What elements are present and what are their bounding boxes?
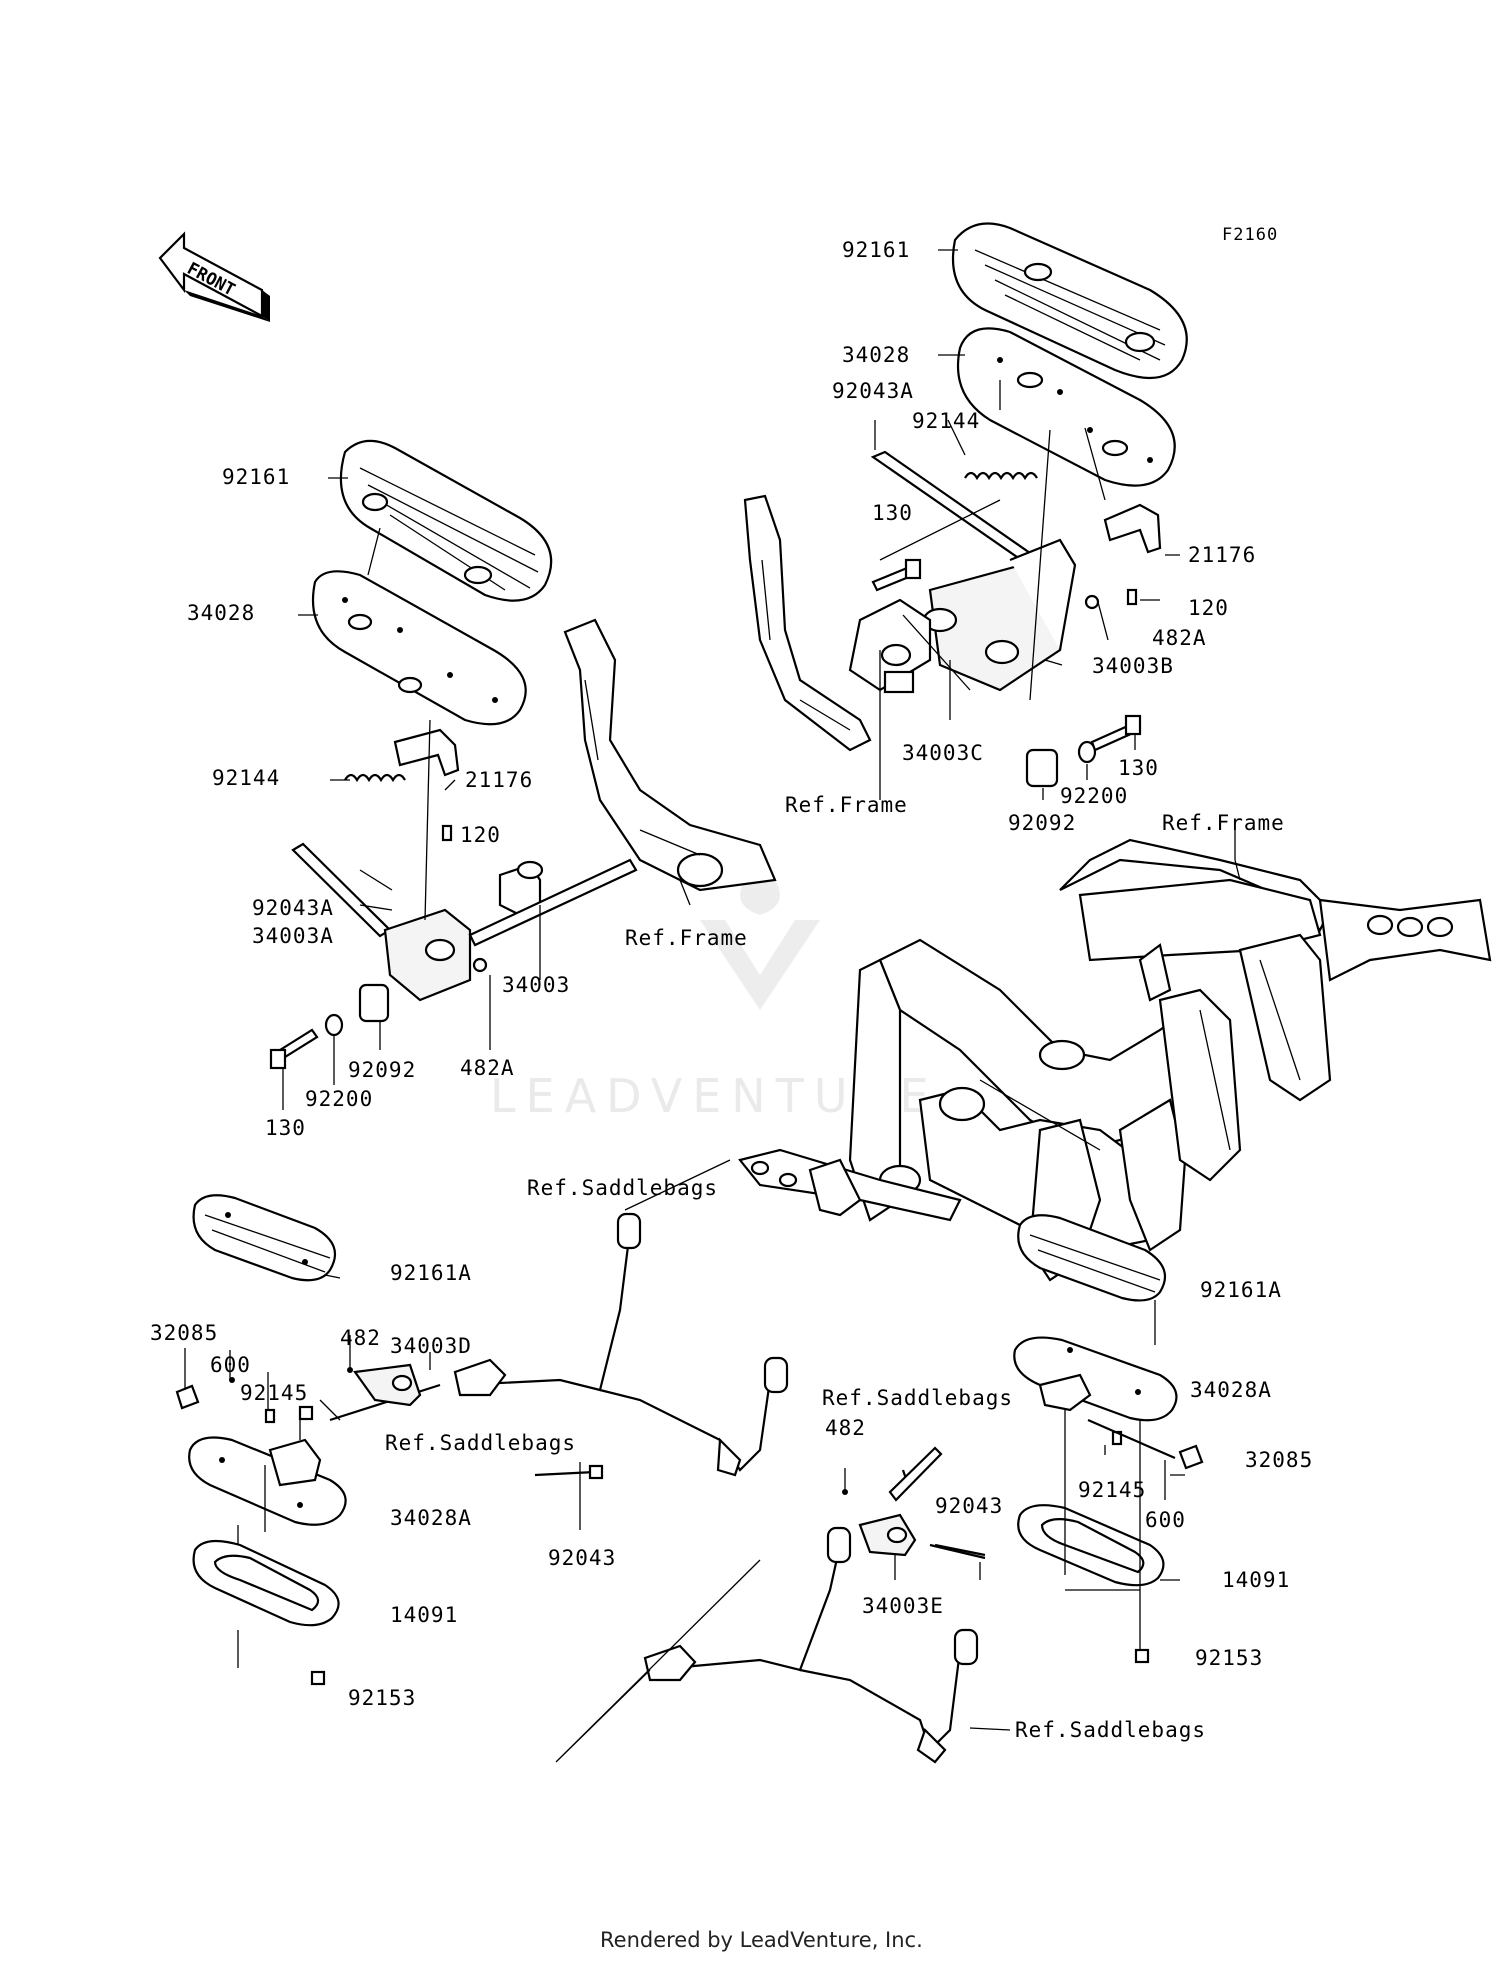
callout-ref-saddlebags-bottom: Ref.Saddlebags	[1015, 1718, 1206, 1742]
callout-92161-upper-right: 92161	[842, 238, 910, 262]
lower-right-saddlebag-rail	[555, 1446, 1011, 1764]
callout-32085-left: 32085	[150, 1321, 218, 1345]
upper-right-footboard-assembly	[743, 222, 1236, 860]
callout-92145-right: 92145	[1078, 1478, 1146, 1502]
callout-130-right: 130	[1118, 756, 1159, 780]
callout-92092-left: 92092	[348, 1058, 416, 1082]
lower-left-floorboard-assembly	[175, 1194, 441, 1686]
callout-34003a: 34003A	[252, 924, 334, 948]
callout-92092-right: 92092	[1008, 811, 1076, 835]
front-arrow-icon: FRONT	[158, 231, 270, 322]
callout-34028a-right: 34028A	[1190, 1378, 1272, 1402]
callout-92153-left: 92153	[348, 1686, 416, 1710]
callout-600-right: 600	[1145, 1508, 1186, 1532]
callout-482a-left: 482A	[460, 1056, 515, 1080]
callout-ref-saddlebags-right-top: Ref.Saddlebags	[822, 1386, 1013, 1410]
callout-14091-right: 14091	[1222, 1568, 1290, 1592]
callout-ref-frame-upper-left: Ref.Frame	[625, 926, 748, 950]
callout-34028-upper-right: 34028	[842, 343, 910, 367]
callout-92200-right: 92200	[1060, 784, 1128, 808]
callout-130-left: 130	[265, 1116, 306, 1140]
callout-ref-frame-main: Ref.Frame	[1162, 811, 1285, 835]
callout-34003b: 34003B	[1092, 654, 1174, 678]
callout-ref-frame-upper-right: Ref.Frame	[785, 793, 908, 817]
callout-21176-upper-right: 21176	[1188, 543, 1256, 567]
lower-left-saddlebag-rail	[453, 1159, 789, 1530]
callout-600-left: 600	[210, 1353, 251, 1377]
callout-92144-upper-left: 92144	[212, 766, 280, 790]
callout-92043-right: 92043	[935, 1494, 1003, 1518]
callout-120-upper-right: 120	[1188, 596, 1229, 620]
callout-482a-upper-right: 482A	[1152, 626, 1207, 650]
callout-14091-left: 14091	[390, 1603, 458, 1627]
callout-labels: 92161 34028 92043A 92144 130 21176 120 4…	[150, 238, 1313, 1742]
callout-34003e: 34003E	[862, 1594, 944, 1618]
callout-92153-right: 92153	[1195, 1646, 1263, 1670]
callout-482-left: 482	[340, 1326, 381, 1350]
callout-92200-left: 92200	[305, 1087, 373, 1111]
callout-92161-upper-left: 92161	[222, 465, 290, 489]
callout-34003d: 34003D	[390, 1334, 472, 1358]
callout-34028a-left: 34028A	[390, 1506, 472, 1530]
callout-34028-upper-left: 34028	[187, 601, 255, 625]
footer-credit: Rendered by LeadVenture, Inc.	[600, 1928, 923, 1952]
callout-130-upper-right: 130	[872, 501, 913, 525]
callout-21176-upper-left: 21176	[465, 768, 533, 792]
callout-34003c: 34003C	[902, 741, 984, 765]
callout-34003: 34003	[502, 973, 570, 997]
upper-left-footboard-assembly	[269, 439, 777, 1110]
callout-ref-saddlebags-left: Ref.Saddlebags	[385, 1431, 576, 1455]
callout-92144-upper-right: 92144	[912, 409, 980, 433]
callout-92161a-right: 92161A	[1200, 1278, 1282, 1302]
callout-482-right: 482	[825, 1416, 866, 1440]
callout-92043a-upper-left: 92043A	[252, 896, 334, 920]
callout-92161a-left: 92161A	[390, 1261, 472, 1285]
callout-92043a-upper-right: 92043A	[832, 379, 914, 403]
callout-32085-right: 32085	[1245, 1448, 1313, 1472]
watermark-logo-icon	[700, 920, 820, 1010]
callout-ref-saddlebags-top: Ref.Saddlebags	[527, 1176, 718, 1200]
callout-92043-left: 92043	[548, 1546, 616, 1570]
lower-right-floorboard-assembly	[1013, 1214, 1204, 1664]
diagram-code: F2160	[1222, 225, 1278, 245]
callout-120-upper-left: 120	[460, 823, 501, 847]
main-frame	[738, 838, 1492, 1282]
callout-92145-left: 92145	[240, 1381, 308, 1405]
